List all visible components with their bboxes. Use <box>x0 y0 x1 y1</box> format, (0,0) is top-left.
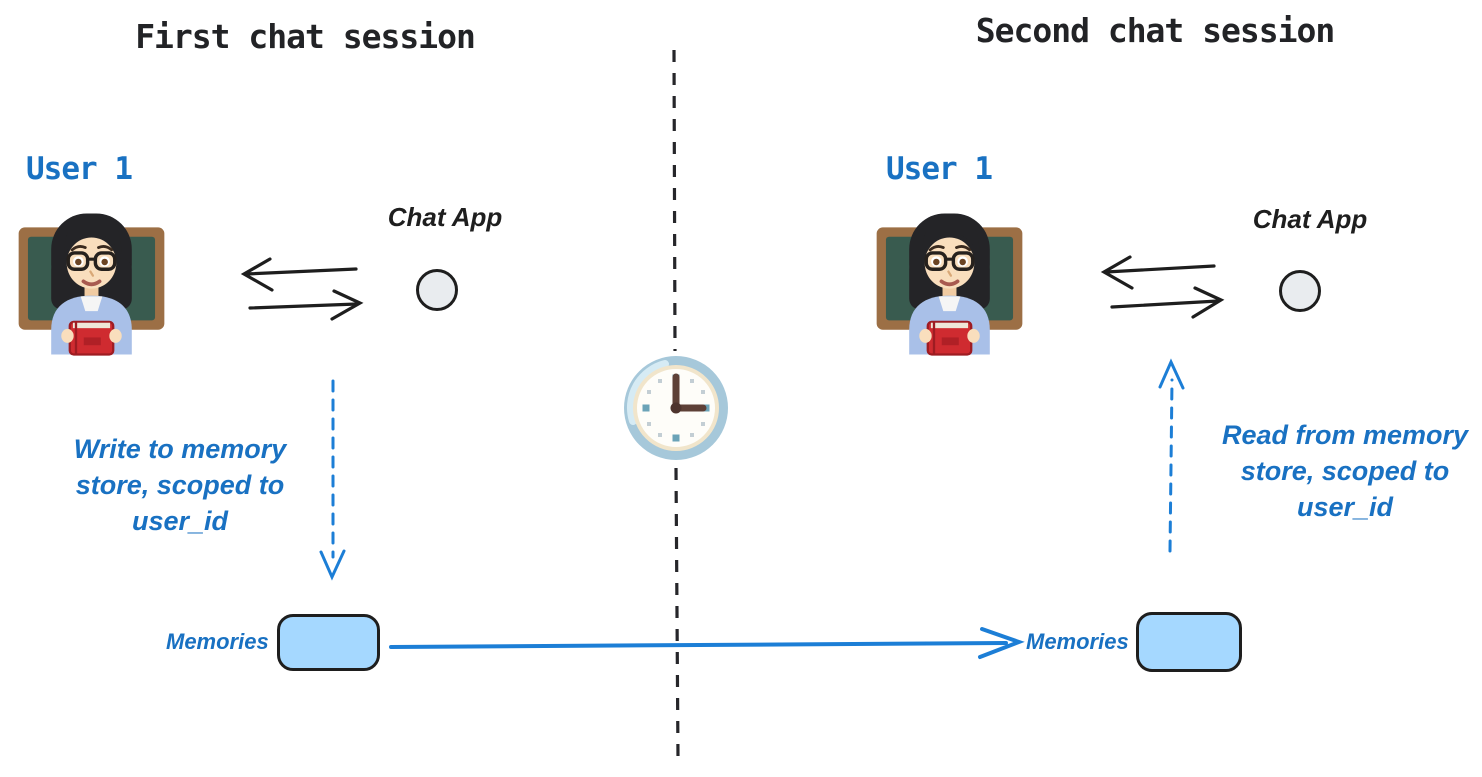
message-arrow-to-app-second <box>1110 286 1225 319</box>
read-note-line2: store, scoped to <box>1240 456 1450 486</box>
message-arrow-to-user-first <box>240 257 358 292</box>
woman-teacher-emoji <box>16 211 167 357</box>
user1-label-second: User 1 <box>886 151 993 187</box>
memories-label-first: Memories <box>166 629 269 654</box>
user1-label-first: User 1 <box>26 151 133 187</box>
write-note: Write to memory store, scoped to user_id <box>46 431 314 539</box>
read-note-line3: user_id <box>1296 492 1394 522</box>
read-note: Read from memory store, scoped to user_i… <box>1208 417 1482 525</box>
woman-teacher-emoji <box>874 211 1025 357</box>
write-note-line3: user_id <box>131 506 229 536</box>
write-to-memory-arrow <box>319 379 346 581</box>
memories-label-second: Memories <box>1026 629 1129 654</box>
write-note-line2: store, scoped to <box>75 470 285 500</box>
chat-app-label-second: Chat App <box>1252 204 1368 234</box>
memories-transfer-arrow <box>389 627 1025 659</box>
read-note-line1: Read from memory <box>1221 420 1469 450</box>
chat-app-label-first: Chat App <box>387 202 503 232</box>
first-session-title: First chat session <box>135 17 476 56</box>
memories-box-first <box>277 614 380 671</box>
clock-icon <box>624 356 728 460</box>
timeline-divider-bottom <box>674 467 680 759</box>
memories-box-second <box>1136 612 1242 672</box>
chat-app-node-first <box>416 269 458 311</box>
chat-app-node-second <box>1279 270 1321 312</box>
message-arrow-to-app-first <box>248 289 364 321</box>
read-from-memory-arrow <box>1158 358 1185 553</box>
message-arrow-to-user-second <box>1100 255 1216 290</box>
second-session-title: Second chat session <box>975 11 1336 50</box>
write-note-line1: Write to memory <box>73 434 287 464</box>
timeline-divider-top <box>672 49 677 352</box>
